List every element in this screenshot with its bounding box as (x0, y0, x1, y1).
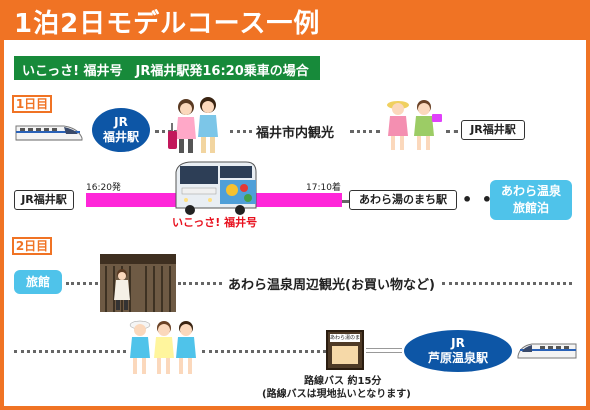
route-dots (350, 130, 380, 133)
route-dots (442, 282, 572, 285)
sightseeing-tourists-icon (387, 100, 442, 150)
day1-label: 1日目 (12, 95, 52, 113)
route-dots (446, 130, 458, 133)
jr-fukui-station-depart: JR福井駅 (14, 190, 74, 210)
arrive-time: 17:10着 (306, 183, 341, 193)
route-dots (178, 282, 222, 285)
train-icon (15, 125, 83, 141)
day2-label: 2日目 (12, 237, 52, 255)
jr-awara-onsen-station-oval: JR 芦原温泉駅 (404, 330, 512, 372)
route-dots (66, 282, 98, 285)
day2-sightseeing: あわら温泉周辺観光(お買い物など) (228, 278, 435, 293)
ryokan-box: 旅館 (14, 270, 62, 294)
route-banner: いこっさ! 福井号 JR福井駅発16:20乗車の場合 (14, 56, 320, 80)
awara-yunomachi-station: あわら湯のまち駅 (349, 190, 457, 210)
bus-name: いこっさ! 福井号 (172, 216, 258, 229)
day1-sightseeing: 福井市内観光 (256, 126, 335, 141)
train-icon-right (517, 343, 577, 359)
bus-fare-note: (路線バスは現地払いとなります) (262, 389, 411, 400)
route-dots (202, 350, 326, 353)
tourists-icon (168, 97, 218, 153)
street-scene-icon (100, 254, 176, 312)
route-dots (14, 350, 126, 353)
jr-fukui-station-return: JR福井駅 (461, 120, 525, 140)
jr-fukui-station-oval: JR 福井駅 (92, 108, 150, 152)
route-dots (230, 130, 252, 133)
tourist-group-icon (129, 320, 196, 374)
bus-route-line (366, 348, 402, 353)
route-dots (342, 200, 348, 203)
awara-onsen-stay: あわら温泉 旅館泊 (490, 180, 572, 220)
bus-icon (175, 161, 257, 215)
bus-stop-sign-label: あわら湯のまち (330, 334, 360, 342)
title-bar: 1泊2日モデルコース一例 (0, 0, 590, 40)
page-title: 1泊2日モデルコース一例 (14, 9, 321, 39)
depart-time: 16:20発 (86, 183, 121, 193)
bus-stop-sign-icon: あわら湯のまち (326, 330, 364, 370)
bus-duration: 路線バス 約15分 (304, 376, 382, 387)
